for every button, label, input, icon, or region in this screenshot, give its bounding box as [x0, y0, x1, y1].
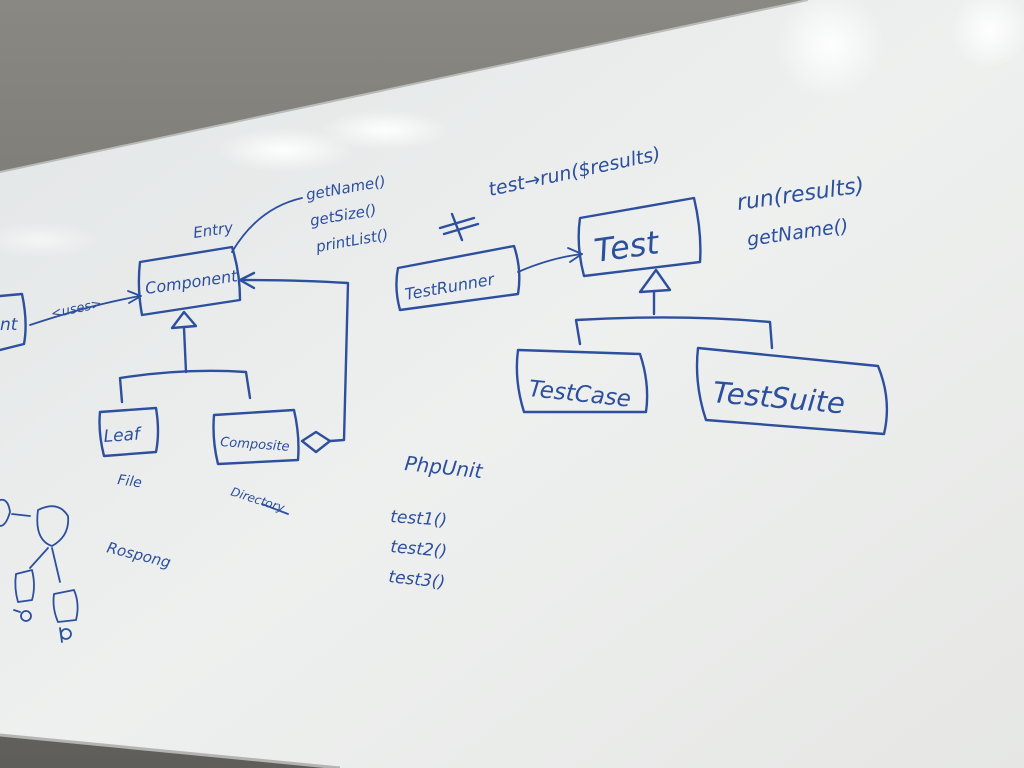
glare-spot	[775, 0, 885, 100]
leaf-box	[98, 406, 160, 458]
test-inheritance-branch	[574, 316, 774, 350]
methods-connector	[231, 197, 303, 253]
glare-spot	[320, 110, 450, 150]
scribble-node	[36, 505, 70, 547]
inheritance-stem	[182, 326, 188, 374]
uses-arrowhead	[127, 290, 142, 304]
scribble-mark	[20, 610, 32, 622]
glare-spot	[215, 128, 355, 172]
test-label: Test	[592, 223, 663, 270]
test-inheritance-triangle	[638, 268, 672, 294]
scribble-links	[29, 547, 61, 583]
scribble-leaf	[52, 589, 79, 623]
uses-arrow	[29, 295, 141, 326]
aggregation-arrowhead	[238, 271, 256, 290]
phpunit-test-2: test2()	[390, 537, 448, 562]
component-box	[137, 245, 242, 317]
scribble-arrow	[11, 513, 31, 517]
crossed-out-scribble	[438, 212, 480, 242]
runner-to-test-arrow	[517, 253, 583, 273]
inheritance-branch	[118, 369, 252, 404]
composite-pattern-diagram: nt <uses> Entry getName() getSize() prin…	[0, 172, 390, 643]
directory-underline	[261, 503, 289, 515]
composite-label: Composite	[220, 435, 290, 455]
leaf-label: Leaf	[103, 424, 144, 447]
scribble-ticks	[13, 609, 63, 643]
aggregation-line	[239, 278, 350, 443]
phpunit-test-1: test1()	[390, 507, 448, 531]
test-suite-box	[695, 346, 889, 436]
scribble-box	[0, 498, 11, 527]
whiteboard-bottom-edge	[0, 733, 341, 768]
runner-to-test-arrowhead	[567, 247, 583, 263]
client-box	[0, 292, 27, 352]
entry-label: Entry	[192, 218, 235, 242]
file-label: File	[116, 472, 142, 491]
composite-box	[212, 408, 300, 466]
glare-spot	[0, 222, 100, 258]
scribble-leaf	[14, 569, 35, 603]
component-methods: getName() getSize() printList()	[305, 172, 390, 256]
test-box	[577, 196, 702, 278]
whiteboard-top-edge	[0, 0, 809, 173]
test-runner-box	[395, 244, 521, 312]
test-case-box	[515, 348, 649, 414]
client-partial-label: nt	[0, 315, 19, 335]
glare-spot	[950, 0, 1024, 70]
